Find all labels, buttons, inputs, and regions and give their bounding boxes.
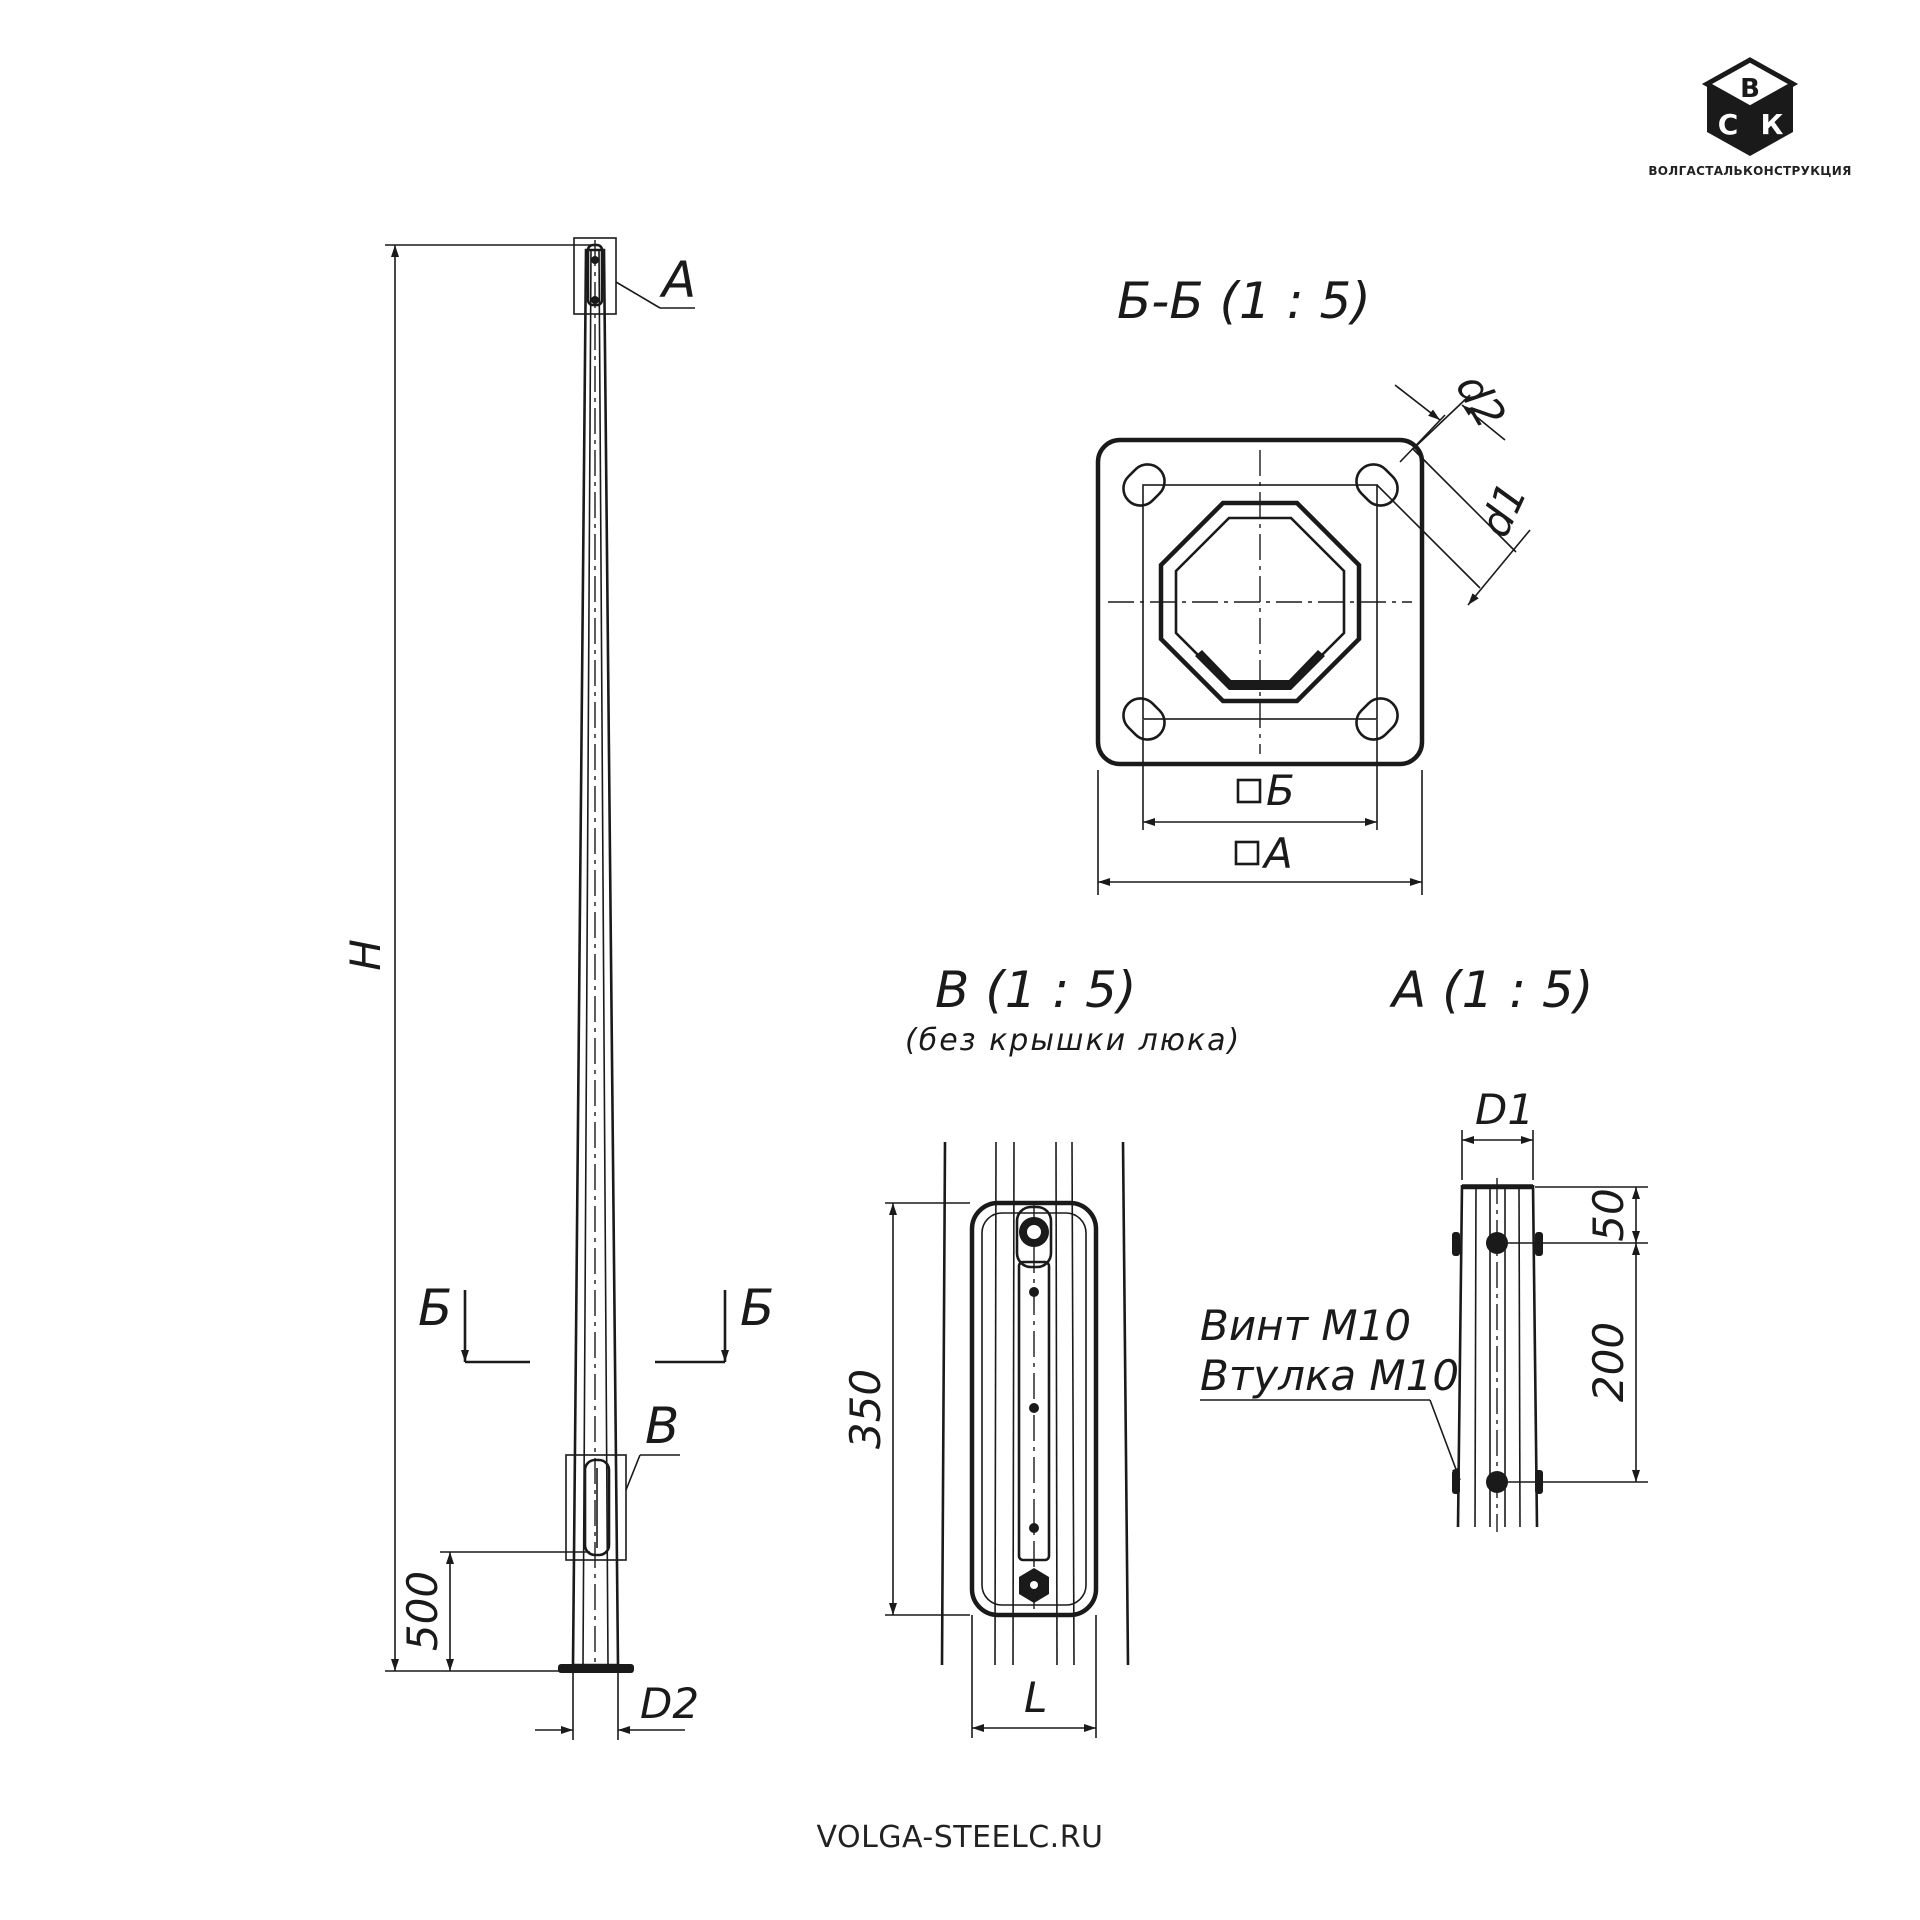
- hatch-height-dim: 500: [398, 1571, 447, 1651]
- section-dim-a: А: [1261, 829, 1293, 878]
- section-mark-right: Б: [740, 1279, 774, 1337]
- view-v-hatch: В (1 : 5) (без крышки люка) 350: [841, 961, 1241, 1738]
- view-a-spacing-dim: 200: [1584, 1322, 1633, 1402]
- view-a-top-dim: 50: [1584, 1188, 1633, 1241]
- section-bb-title: Б-Б (1 : 5): [1117, 272, 1371, 330]
- logo-letter-v: В: [1740, 74, 1760, 104]
- footer-website: VOLGA-STEELC.RU: [816, 1820, 1103, 1855]
- view-v-width-dim: L: [1024, 1673, 1047, 1722]
- pole-callout-a: А: [659, 251, 696, 309]
- section-mark-left: Б: [418, 1279, 452, 1337]
- section-bb-view: Б-Б (1 : 5) d1 d2 Б: [1095, 272, 1537, 895]
- pole-callout-v: В: [645, 1397, 679, 1455]
- pole-height-label: H: [341, 939, 390, 971]
- view-v-subtitle: (без крышки люка): [905, 1023, 1241, 1058]
- logo-letter-k: К: [1761, 108, 1784, 141]
- view-a-title: А (1 : 5): [1389, 961, 1593, 1019]
- pole-elevation: А В Б Б H 500 D2: [341, 237, 774, 1740]
- view-a-diameter-dim: D1: [1475, 1085, 1534, 1134]
- view-a-note-screw: Винт М10: [1200, 1301, 1411, 1350]
- section-dim-d2: d2: [1446, 366, 1515, 437]
- base-diameter-dim: D2: [640, 1679, 699, 1728]
- logo-caption: ВОЛГАСТАЛЬКОНСТРУКЦИЯ: [1648, 164, 1851, 178]
- section-dim-b: Б: [1266, 766, 1295, 815]
- company-logo: В С К ВОЛГАСТАЛЬКОНСТРУКЦИЯ: [1648, 57, 1851, 178]
- view-a-note-bushing: Втулка М10: [1200, 1351, 1459, 1400]
- view-v-height-dim: 350: [841, 1369, 890, 1449]
- view-v-title: В (1 : 5): [935, 961, 1136, 1019]
- logo-letter-s: С: [1718, 108, 1739, 141]
- view-a-top: А (1 : 5) D1 50 200 Винт М10 В: [1200, 961, 1648, 1532]
